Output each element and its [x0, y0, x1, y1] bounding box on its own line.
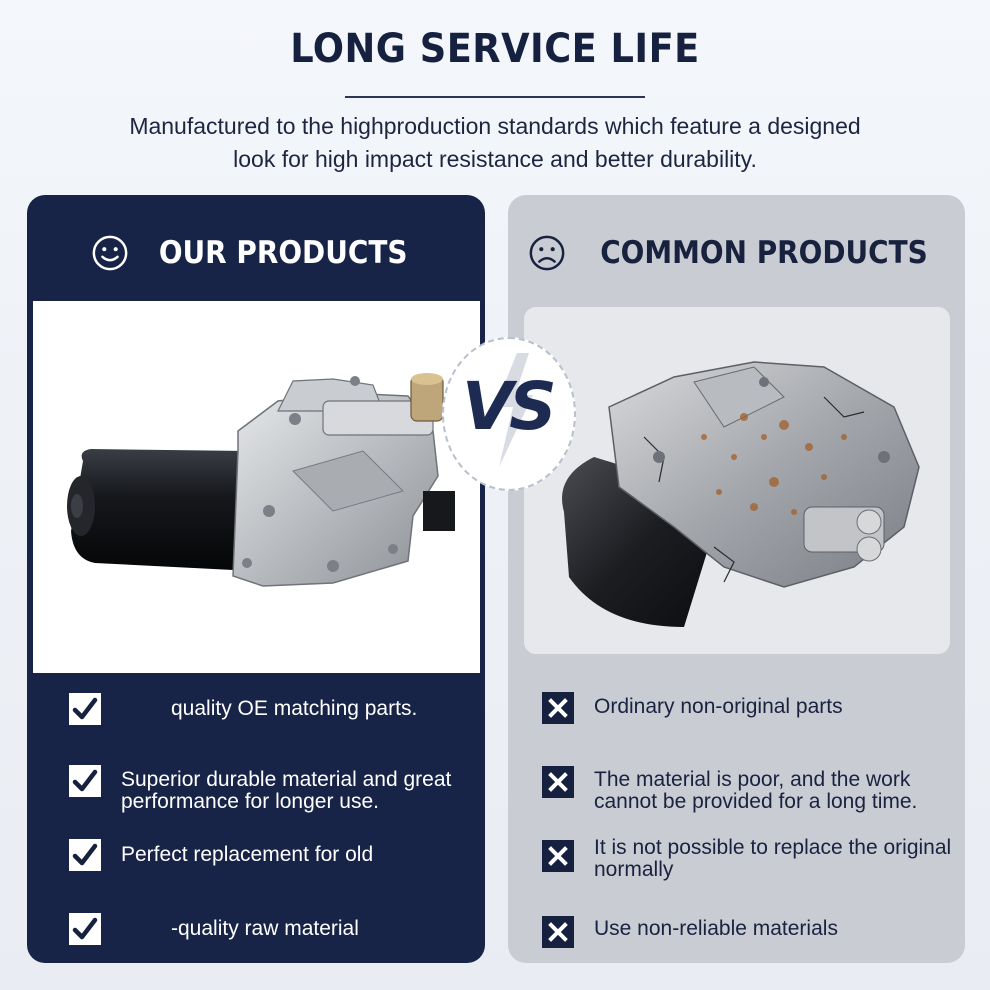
common-products-heading: COMMON PRODUCTS	[508, 231, 965, 275]
wiper-motor-image	[67, 373, 455, 587]
smiley-face-icon	[92, 235, 128, 271]
common-products-title: COMMON PRODUCTS	[599, 235, 928, 271]
common-product-photo	[524, 307, 950, 654]
our-products-title: OUR PRODUCTS	[158, 235, 408, 271]
x-mark-icon	[542, 840, 574, 872]
title-divider	[345, 96, 645, 98]
subtitle-line-1: Manufactured to the highproduction stand…	[129, 113, 861, 139]
common-feature-3: It is not possible to replace the origin…	[542, 836, 952, 881]
our-feature-2-text: Superior durable material and great perf…	[121, 768, 452, 813]
common-feature-1-text: Ordinary non-original parts	[594, 695, 843, 718]
our-products-panel: OUR PRODUCTS	[27, 195, 485, 963]
our-feature-4: -quality raw material	[69, 913, 359, 945]
x-mark-icon	[542, 916, 574, 948]
worn-wiper-motor-image	[562, 361, 920, 627]
vs-badge	[442, 337, 576, 491]
check-icon	[69, 839, 101, 871]
page-title: LONG SERVICE LIFE	[290, 26, 700, 72]
common-feature-2: The material is poor, and the work canno…	[542, 766, 917, 813]
our-feature-3-text: Perfect replacement for old	[121, 843, 374, 866]
common-feature-2-text: The material is poor, and the work canno…	[594, 768, 918, 813]
check-icon	[69, 913, 101, 945]
check-icon	[69, 693, 101, 725]
subtitle-line-2: look for high impact resistance and bett…	[233, 146, 757, 172]
vs-label: VS	[462, 368, 557, 445]
common-feature-4: Use non-reliable materials	[542, 916, 838, 948]
our-feature-1: quality OE matching parts.	[69, 693, 417, 725]
sad-face-icon	[529, 235, 564, 271]
our-product-photo	[33, 301, 480, 673]
our-feature-4-text: -quality raw material	[171, 917, 359, 940]
our-feature-2: Superior durable material and great perf…	[69, 765, 451, 813]
lightning-bolt-icon	[495, 353, 533, 467]
common-products-panel: COMMON PRODUCTS	[508, 195, 965, 963]
x-mark-icon	[542, 692, 574, 724]
our-feature-3: Perfect replacement for old	[69, 839, 373, 871]
page-subtitle: Manufactured to the highproduction stand…	[60, 110, 930, 176]
our-products-heading: OUR PRODUCTS	[27, 231, 485, 275]
our-feature-1-text: quality OE matching parts.	[171, 697, 418, 720]
check-icon	[69, 765, 101, 797]
common-feature-4-text: Use non-reliable materials	[594, 917, 838, 940]
x-mark-icon	[542, 766, 574, 798]
common-feature-1: Ordinary non-original parts	[542, 692, 843, 724]
common-feature-3-text: It is not possible to replace the origin…	[594, 836, 952, 881]
